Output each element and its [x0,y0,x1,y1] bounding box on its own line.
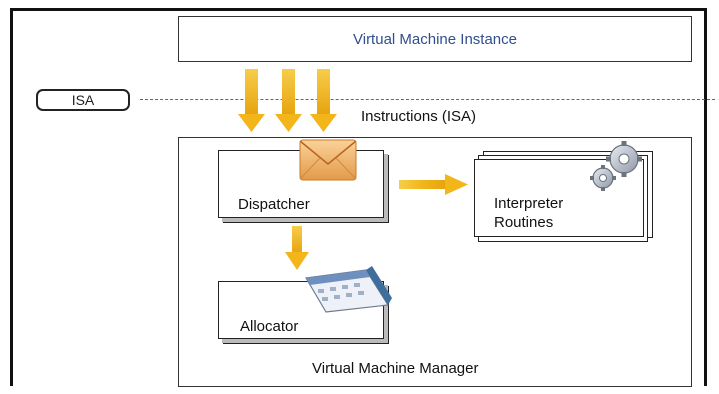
virtual-machine-instance-box: Virtual Machine Instance [178,16,692,62]
envelope-icon [299,139,357,181]
dispatch-arrow-right [399,174,468,195]
instruction-arrow-3 [310,69,337,132]
interpreter-label-line1: Interpreter [494,195,564,212]
interpreter-routines-label: Interpreter Routines [494,194,563,232]
interpreter-routines-box [474,159,644,237]
dispatcher-label: Dispatcher [238,196,310,213]
instruction-arrow-1 [238,69,265,132]
isa-boundary-line [140,99,715,100]
gears-icon [590,141,642,191]
instructions-label: Instructions (ISA) [361,108,477,125]
interpreter-label-line2: Routines [494,214,554,231]
isa-tag-label: ISA [71,92,95,108]
allocator-label: Allocator [240,318,299,335]
virtual-machine-manager-label: Virtual Machine Manager [312,360,479,377]
virtual-machine-instance-label: Virtual Machine Instance [353,30,517,48]
calendar-icon [305,266,392,313]
diagram-frame [10,8,707,386]
dispatch-arrow-down [285,226,309,270]
isa-tag: ISA [36,89,130,111]
instruction-arrow-2 [275,69,302,132]
